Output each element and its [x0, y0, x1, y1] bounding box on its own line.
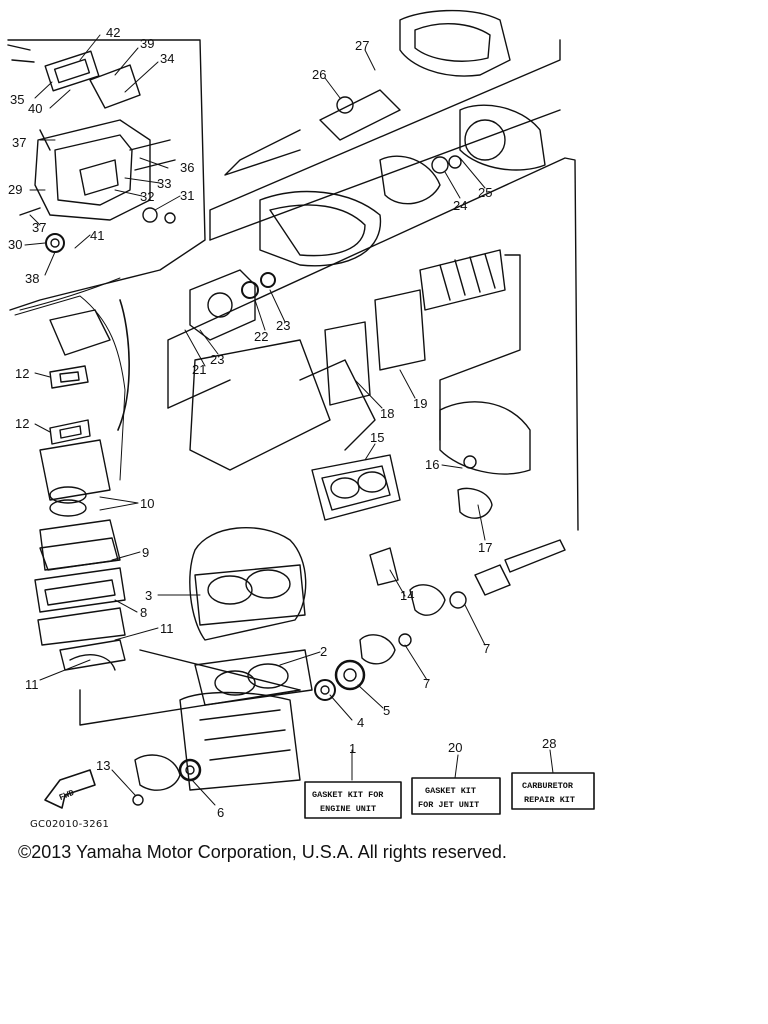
callout-29: 29 — [8, 182, 22, 197]
jet-pump-assembly — [209, 9, 561, 267]
cylinder-block — [179, 527, 313, 791]
callout-32: 32 — [140, 189, 154, 204]
callout-27: 27 — [355, 38, 369, 53]
jet-kit-line2: FOR JET UNIT — [418, 800, 479, 810]
callout-21: 21 — [192, 362, 206, 377]
callout-8: 8 — [140, 605, 147, 620]
fwd-label: FWD — [58, 788, 76, 803]
callout-24: 24 — [453, 198, 467, 213]
callout-12a: 12 — [15, 366, 29, 381]
callout-9: 9 — [142, 545, 149, 560]
jet-gasket-kit-box — [411, 777, 501, 815]
copyright-notice: ©2013 Yamaha Motor Corporation, U.S.A. A… — [18, 842, 507, 862]
engine-kit-line2: ENGINE UNIT — [320, 804, 376, 814]
carb-kit-line1: CARBURETOR — [522, 781, 574, 791]
callout-37a: 37 — [12, 135, 26, 150]
fwd-arrow-icon — [44, 769, 96, 809]
callout-1: 1 — [349, 741, 356, 756]
callout-23b: 23 — [210, 352, 224, 367]
callout-6: 6 — [217, 805, 224, 820]
callout-30: 30 — [8, 237, 22, 252]
engine-kit-line1: GASKET KIT FOR — [312, 790, 384, 800]
callout-labels: 42 39 34 35 40 37 36 33 29 32 31 37 30 4… — [8, 25, 556, 820]
callout-39: 39 — [140, 36, 154, 51]
callout-10: 10 — [140, 496, 154, 511]
callout-25: 25 — [478, 185, 492, 200]
callout-20: 20 — [448, 740, 462, 755]
callout-31: 31 — [180, 188, 194, 203]
callout-42: 42 — [106, 25, 120, 40]
callout-34: 34 — [160, 51, 174, 66]
carburetor-repair-kit-box — [511, 772, 595, 810]
callout-17: 17 — [478, 540, 492, 555]
diagram-reference-code: GC02010-3261 — [30, 819, 110, 830]
callout-37b: 37 — [32, 220, 46, 235]
carb-kit-line2: REPAIR KIT — [524, 795, 575, 805]
exploded-parts-diagram: 42 39 34 35 40 37 36 33 29 32 31 37 30 4… — [7, 9, 595, 820]
callout-11b: 11 — [25, 677, 39, 692]
callout-40: 40 — [28, 101, 42, 116]
callout-13: 13 — [96, 758, 110, 773]
gaskets-seals — [132, 454, 511, 806]
callout-4: 4 — [357, 715, 364, 730]
callout-11a: 11 — [160, 621, 174, 636]
callout-33: 33 — [157, 176, 171, 191]
callout-22: 22 — [254, 329, 268, 344]
callout-7a: 7 — [483, 641, 490, 656]
callout-35: 35 — [10, 92, 24, 107]
callout-12b: 12 — [15, 416, 29, 431]
callout-26: 26 — [312, 67, 326, 82]
callout-28: 28 — [542, 736, 556, 751]
kit-labels: GASKET KIT FOR ENGINE UNIT GASKET KIT FO… — [58, 781, 575, 814]
kit-boxes — [304, 772, 595, 819]
callout-15: 15 — [370, 430, 384, 445]
callout-14: 14 — [400, 588, 414, 603]
engine-unit — [14, 295, 301, 726]
callout-2: 2 — [320, 644, 327, 659]
callout-23a: 23 — [276, 318, 290, 333]
callout-18: 18 — [380, 406, 394, 421]
callout-5: 5 — [383, 703, 390, 718]
callout-38: 38 — [25, 271, 39, 286]
callout-41: 41 — [90, 228, 104, 243]
carburetor-assembly — [7, 39, 206, 311]
callout-36: 36 — [180, 160, 194, 175]
callout-3: 3 — [145, 588, 152, 603]
jet-shaft-section — [167, 157, 579, 573]
jet-kit-line1: GASKET KIT — [425, 786, 476, 796]
callout-19: 19 — [413, 396, 427, 411]
callout-7b: 7 — [423, 676, 430, 691]
leader-lines — [24, 34, 554, 806]
callout-16: 16 — [425, 457, 439, 472]
engine-gasket-kit-box — [304, 781, 402, 819]
